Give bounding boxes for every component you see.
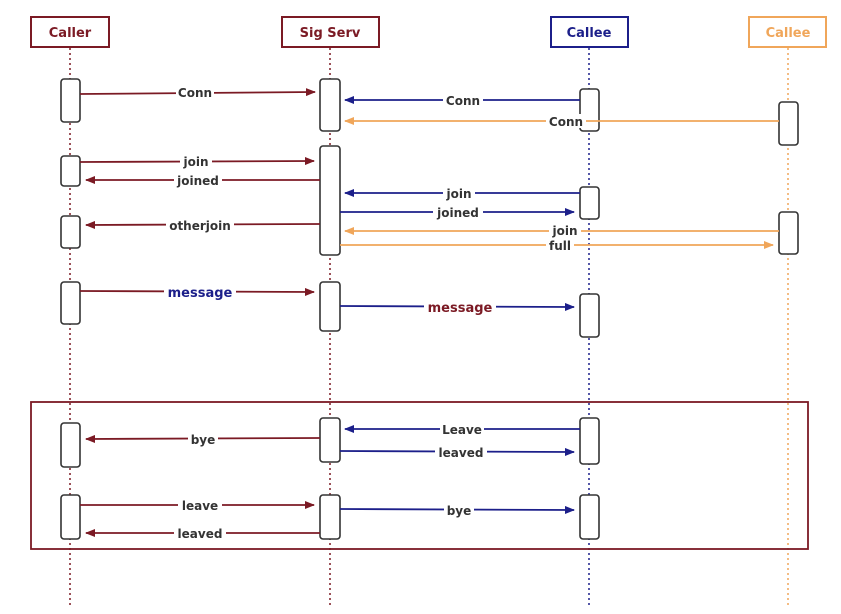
activation-box xyxy=(319,145,341,256)
message-label: leaved xyxy=(178,527,223,541)
message-conn-callee: Conn xyxy=(344,93,580,108)
message-joined-caller: joined xyxy=(85,173,320,188)
message-joined-callee: joined xyxy=(340,205,575,220)
message-label: otherjoin xyxy=(169,219,231,233)
message-leaved-callee: leaved xyxy=(339,445,575,460)
message-label: message xyxy=(168,286,233,301)
participant-callee: Callee xyxy=(550,16,629,48)
message-label: join xyxy=(551,224,577,238)
message-label: join xyxy=(182,155,208,169)
messages: Conn Conn Conn join joined xyxy=(79,85,779,541)
message-leave-callee: Leave xyxy=(344,422,580,437)
message-label: Leave xyxy=(442,423,482,437)
activation-box xyxy=(60,215,81,249)
participant-headers: Caller Sig Serv Callee Callee xyxy=(30,16,827,48)
message-join-callee: join xyxy=(344,186,580,201)
message-label: leaved xyxy=(439,446,484,460)
message-leave-caller: leave xyxy=(80,498,315,513)
participant-callee-label: Callee xyxy=(567,26,612,41)
participant-caller-label: Caller xyxy=(49,26,92,41)
activation-box xyxy=(778,101,799,146)
message-label: full xyxy=(549,239,571,253)
message-label: bye xyxy=(447,504,472,518)
message-conn-callee2: Conn xyxy=(344,114,779,129)
participant-sigserv: Sig Serv xyxy=(281,16,380,48)
activation-box xyxy=(579,417,600,465)
message-message-callee: message xyxy=(339,299,575,316)
message-label: joined xyxy=(436,206,479,220)
message-bye-caller: bye xyxy=(85,432,321,447)
activation-box xyxy=(319,78,341,132)
group-frame xyxy=(30,401,809,550)
activation-box xyxy=(60,494,81,540)
activation-box xyxy=(319,417,341,463)
participant-callee2-label: Callee xyxy=(766,26,811,41)
message-full: full xyxy=(340,239,774,253)
message-label: bye xyxy=(191,433,216,447)
message-label: message xyxy=(428,301,493,316)
activation-box xyxy=(319,494,341,540)
message-join-callee2: join xyxy=(344,224,779,238)
message-label: Conn xyxy=(549,115,583,129)
message-message-caller: message xyxy=(79,284,315,301)
activation-box xyxy=(579,494,600,540)
participant-caller: Caller xyxy=(30,16,110,48)
activation-box xyxy=(60,281,81,325)
activation-box xyxy=(778,211,799,255)
message-bye-callee: bye xyxy=(339,503,575,518)
activation-box xyxy=(319,281,341,332)
message-label: joined xyxy=(176,174,219,188)
message-label: Conn xyxy=(178,86,212,100)
message-label: join xyxy=(445,187,471,201)
message-label: leave xyxy=(182,499,218,513)
activation-box xyxy=(60,78,81,123)
message-conn-caller: Conn xyxy=(79,85,316,100)
activation-box xyxy=(579,293,600,338)
activation-box xyxy=(60,422,81,468)
message-join-caller: join xyxy=(79,154,315,169)
message-otherjoin: otherjoin xyxy=(85,218,321,233)
activation-box xyxy=(579,186,600,220)
participant-callee2: Callee xyxy=(748,16,827,48)
activation-box xyxy=(60,155,81,187)
message-label: Conn xyxy=(446,94,480,108)
activations xyxy=(60,78,799,540)
lifelines xyxy=(69,48,789,608)
message-leaved-caller: leaved xyxy=(85,526,320,541)
participant-sigserv-label: Sig Serv xyxy=(300,26,361,41)
